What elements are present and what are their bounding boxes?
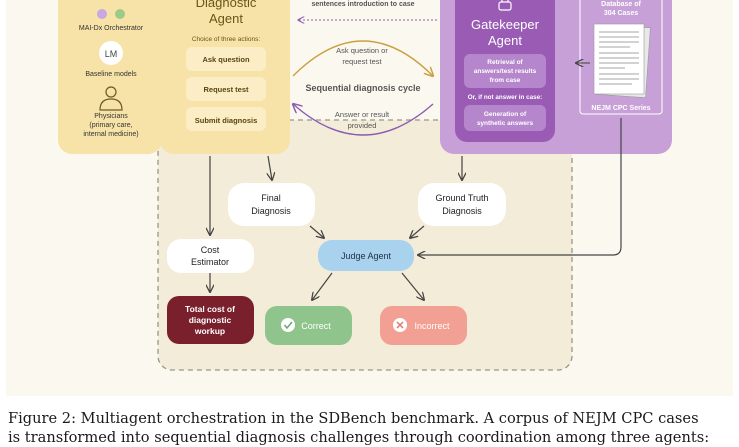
gatekeeper-title-2: Agent bbox=[488, 33, 522, 48]
retrieval-box bbox=[464, 54, 546, 88]
incorrect-label: Incorrect bbox=[414, 321, 450, 331]
generation-label-1: Generation of bbox=[484, 111, 527, 118]
case-intro-text: sentences introduction to case bbox=[311, 1, 414, 8]
diag-to-final-arrow bbox=[268, 155, 272, 180]
baseline-label: Baseline models bbox=[85, 71, 137, 78]
lm-badge bbox=[99, 41, 123, 65]
database-to-judge-arrow bbox=[418, 118, 622, 255]
correct-node bbox=[265, 306, 352, 345]
retrieval-label-1: Retrieval of bbox=[487, 59, 523, 66]
choice-label: Choice of three actions: bbox=[192, 36, 260, 43]
final-to-judge-arrow bbox=[309, 225, 324, 238]
total-cost-label-3: workup bbox=[194, 326, 225, 336]
total-cost-label-2: diagnostic bbox=[189, 315, 232, 325]
cost-estimator-node bbox=[167, 239, 254, 273]
caption-line-1: Figure 2: Multiagent orchestration in th… bbox=[8, 410, 699, 427]
final-diagnosis-label-2: Diagnosis bbox=[251, 206, 291, 216]
check-icon-mark bbox=[283, 321, 293, 330]
cost-estimator-label-1: Cost bbox=[201, 245, 220, 255]
cost-estimator-label-2: Estimator bbox=[191, 257, 229, 267]
physicians-label-2: (primary care, bbox=[89, 122, 132, 129]
physicians-label-3: internal medicine) bbox=[83, 131, 138, 138]
total-cost-node bbox=[167, 296, 254, 344]
judge-to-incorrect-arrow bbox=[401, 272, 424, 300]
final-diagnosis-label-1: Final bbox=[261, 193, 281, 203]
lock-icon bbox=[498, 0, 512, 11]
cycle-center-label: Sequential diagnosis cycle bbox=[305, 83, 420, 93]
cycle-lower-label-1: Answer or result bbox=[335, 110, 390, 119]
request-test-label: Request test bbox=[203, 85, 249, 94]
caption-line-2: is transformed into sequential diagnosis… bbox=[8, 429, 710, 446]
generation-label-2: synthetic answers bbox=[477, 120, 534, 127]
physician-icon bbox=[99, 86, 123, 111]
multiagent-orchestration-figure: MAI-Dx Orchestrator LM Baseline models P… bbox=[6, 0, 733, 396]
database-series-label: NEJM CPC Series bbox=[591, 105, 650, 112]
ask-question-action bbox=[186, 47, 266, 71]
lm-badge-text: LM bbox=[105, 49, 118, 59]
fallback-label: Or, if not answer in case: bbox=[468, 94, 543, 101]
retrieval-label-2: answers/test results bbox=[474, 68, 537, 75]
correct-label: Correct bbox=[301, 321, 331, 331]
final-diagnosis-node bbox=[228, 183, 315, 226]
retrieval-label-3: from case bbox=[490, 77, 521, 84]
diagnostic-agent-title-2: Agent bbox=[209, 11, 243, 26]
truth-to-judge-arrow bbox=[410, 225, 425, 238]
database-title-2: 304 Cases bbox=[604, 10, 638, 17]
judge-agent-label: Judge Agent bbox=[341, 251, 392, 261]
cycle-upper-arc bbox=[292, 40, 433, 76]
ground-truth-label-1: Ground Truth bbox=[435, 193, 488, 203]
database-title-1: Database of bbox=[601, 1, 641, 8]
cycle-lower-label-2: provided bbox=[348, 121, 377, 130]
ground-truth-node bbox=[418, 183, 506, 226]
judge-agent-node bbox=[318, 240, 414, 271]
gatekeeper-title-1: Gatekeeper bbox=[471, 17, 540, 32]
ask-question-label: Ask question bbox=[202, 55, 250, 64]
diagnostic-agent-title-1: Diagnostic bbox=[196, 0, 257, 10]
case-documents-icon bbox=[593, 23, 651, 98]
submit-diagnosis-action bbox=[186, 107, 266, 131]
x-icon-mark bbox=[396, 321, 404, 329]
cycle-upper-label-1: Ask question or bbox=[336, 46, 388, 55]
submit-diagnosis-label: Submit diagnosis bbox=[195, 116, 258, 125]
figure-caption: Figure 2: Multiagent orchestration in th… bbox=[8, 409, 733, 447]
ground-truth-label-2: Diagnosis bbox=[442, 206, 482, 216]
request-test-action bbox=[186, 77, 266, 101]
cycle-upper-label-2: request test bbox=[342, 57, 382, 66]
incorrect-node bbox=[380, 306, 467, 345]
orchestrator-icon bbox=[97, 9, 107, 19]
orchestrator-icon-dot bbox=[115, 9, 125, 19]
total-cost-label-1: Total cost of bbox=[185, 304, 235, 314]
check-icon bbox=[281, 318, 295, 332]
participants-panel bbox=[58, 0, 162, 154]
generation-box bbox=[464, 105, 546, 131]
judge-to-correct-arrow bbox=[312, 272, 333, 300]
physicians-label-1: Physicians bbox=[94, 113, 128, 120]
orchestrator-label: MAI-Dx Orchestrator bbox=[79, 25, 144, 32]
cycle-lower-arc bbox=[293, 104, 434, 136]
